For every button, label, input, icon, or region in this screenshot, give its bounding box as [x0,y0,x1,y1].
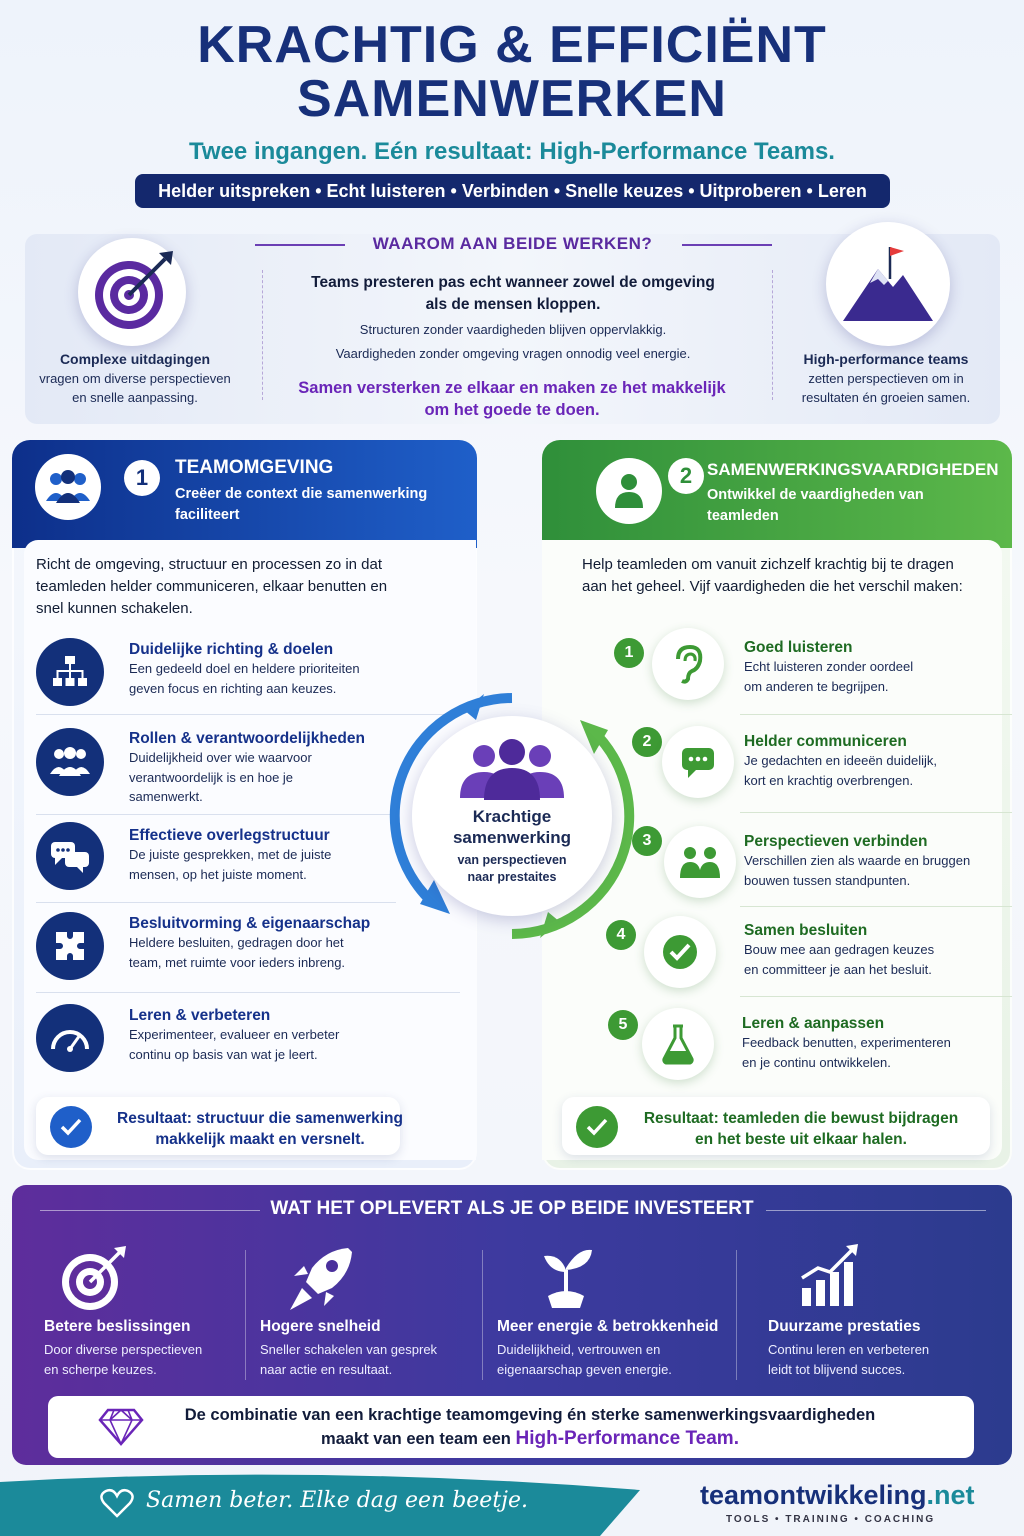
benefit-item: Betere beslissingen Door diverse perspec… [44,1318,203,1377]
skill-number: 4 [606,920,636,950]
tagline: Samen beter. Elke dag een beetje. [146,1488,528,1513]
footer-wave [0,1474,640,1536]
divider [255,244,345,246]
why-right-caption: High-performance teams zetten perspectie… [801,351,971,405]
skill-number: 1 [614,638,644,668]
why-statement: Teams presteren pas echt wanneer zowel d… [311,274,715,313]
step-number: 2 [668,458,704,494]
divider [245,1250,246,1380]
target-icon [78,238,186,346]
why-note: Structuren zonder vaardigheden blijven o… [359,322,667,337]
divider [736,1250,737,1380]
why-title: WAAROM AAN BEIDE WERKEN? [372,234,653,253]
why-conclusion: Samen versterken ze elkaar en maken ze h… [298,379,726,419]
divider [262,270,263,400]
check-icon [50,1106,92,1148]
skill-number: 3 [632,826,662,856]
brand-logo[interactable]: teamontwikkeling.net [700,1480,975,1510]
list-item: Leren & verbeteren Experimenteer, evalue… [129,1007,340,1062]
people-icon [36,728,104,796]
checkmark-icon [644,916,716,988]
divider [36,714,460,715]
divider [766,1210,986,1211]
section-title: SAMENWERKINGSVAARDIGHEDEN [707,460,999,479]
group-icon [460,739,564,800]
benefit-item: Hogere snelheid Sneller schakelen van ge… [260,1318,438,1377]
skill-item: Goed luisteren Echt luisteren zonder oor… [744,639,914,694]
skill-item: Helder communiceren Je gedachten en idee… [744,733,937,788]
benefits-title: WAT HET OPLEVERT ALS JE OP BEIDE INVESTE… [270,1198,754,1219]
divider [36,902,396,903]
conclusion-box [48,1396,974,1458]
org-chart-icon [36,638,104,706]
benefit-item: Meer energie & betrokkenheid Duidelijkhe… [497,1318,719,1377]
chat-icon [36,822,104,890]
result-box [562,1097,990,1155]
list-item: Duidelijke richting & doelen Een gedeeld… [129,641,360,696]
divider [740,996,1012,997]
skill-item: Samen besluiten Bouw mee aan gedragen ke… [744,922,935,977]
heart-icon [100,1488,134,1518]
person-icon [596,458,662,524]
divider [740,906,1012,907]
page-title: KRACHTIG & EFFICIËNT SAMENWERKEN [197,16,827,128]
result-text: Resultaat: teamleden die bewust bijdrage… [643,1110,959,1148]
puzzle-icon [36,912,104,980]
list-item: Besluitvorming & eigenaarschap Heldere b… [129,915,371,970]
brand-subtitle: TOOLS • TRAINING • COACHING [726,1514,936,1525]
sprout-icon [544,1249,592,1308]
section-intro: Help teamleden om vanuit zichzelf kracht… [582,556,963,595]
rocket-icon [290,1248,352,1310]
why-left-caption: Complexe uitdagingen vragen om diverse p… [39,351,231,405]
connect-people-icon [664,826,736,898]
skill-number: 2 [632,727,662,757]
benefit-item: Duurzame prestaties Continu leren en ver… [768,1318,930,1377]
cycle-arrows-icon [389,693,635,939]
list-item: Rollen & verantwoordelijkheden Duidelijk… [129,730,365,804]
target-icon [62,1246,126,1310]
divider [36,992,460,993]
divider [740,812,1012,813]
chat-bubble-icon [662,726,734,798]
ear-icon [652,628,724,700]
why-note: Vaardigheden zonder omgeving vragen onno… [335,346,691,361]
divider [482,1250,483,1380]
result-box [36,1097,400,1155]
page-subtitle: Twee ingangen. Eén resultaat: High-Perfo… [189,138,835,165]
keyword-bar: Helder uitspreken • Echt luisteren • Ver… [135,174,890,208]
skill-number: 5 [608,1010,638,1040]
check-icon [576,1106,618,1148]
step-number: 1 [124,460,160,496]
skill-item: Leren & aanpassen Feedback benutten, exp… [742,1015,951,1070]
list-item: Effectieve overlegstructuur De juiste ge… [129,827,332,882]
growth-chart-icon [801,1244,858,1306]
gauge-icon [36,1004,104,1072]
divider [740,714,1012,715]
section-intro: Richt de omgeving, structuur en processe… [36,556,388,617]
section-title: TEAMOMGEVING [175,457,334,478]
conclusion-text: De combinatie van een krachtige teamomge… [184,1406,876,1449]
divider [682,244,772,246]
skill-item: Perspectieven verbinden Verschillen zien… [744,833,971,888]
divider [772,270,773,400]
divider [40,1210,260,1211]
mountain-flag-icon [826,222,950,346]
divider [36,814,392,815]
team-icon [35,454,101,520]
flask-icon [642,1008,714,1080]
diamond-icon [98,1408,144,1446]
